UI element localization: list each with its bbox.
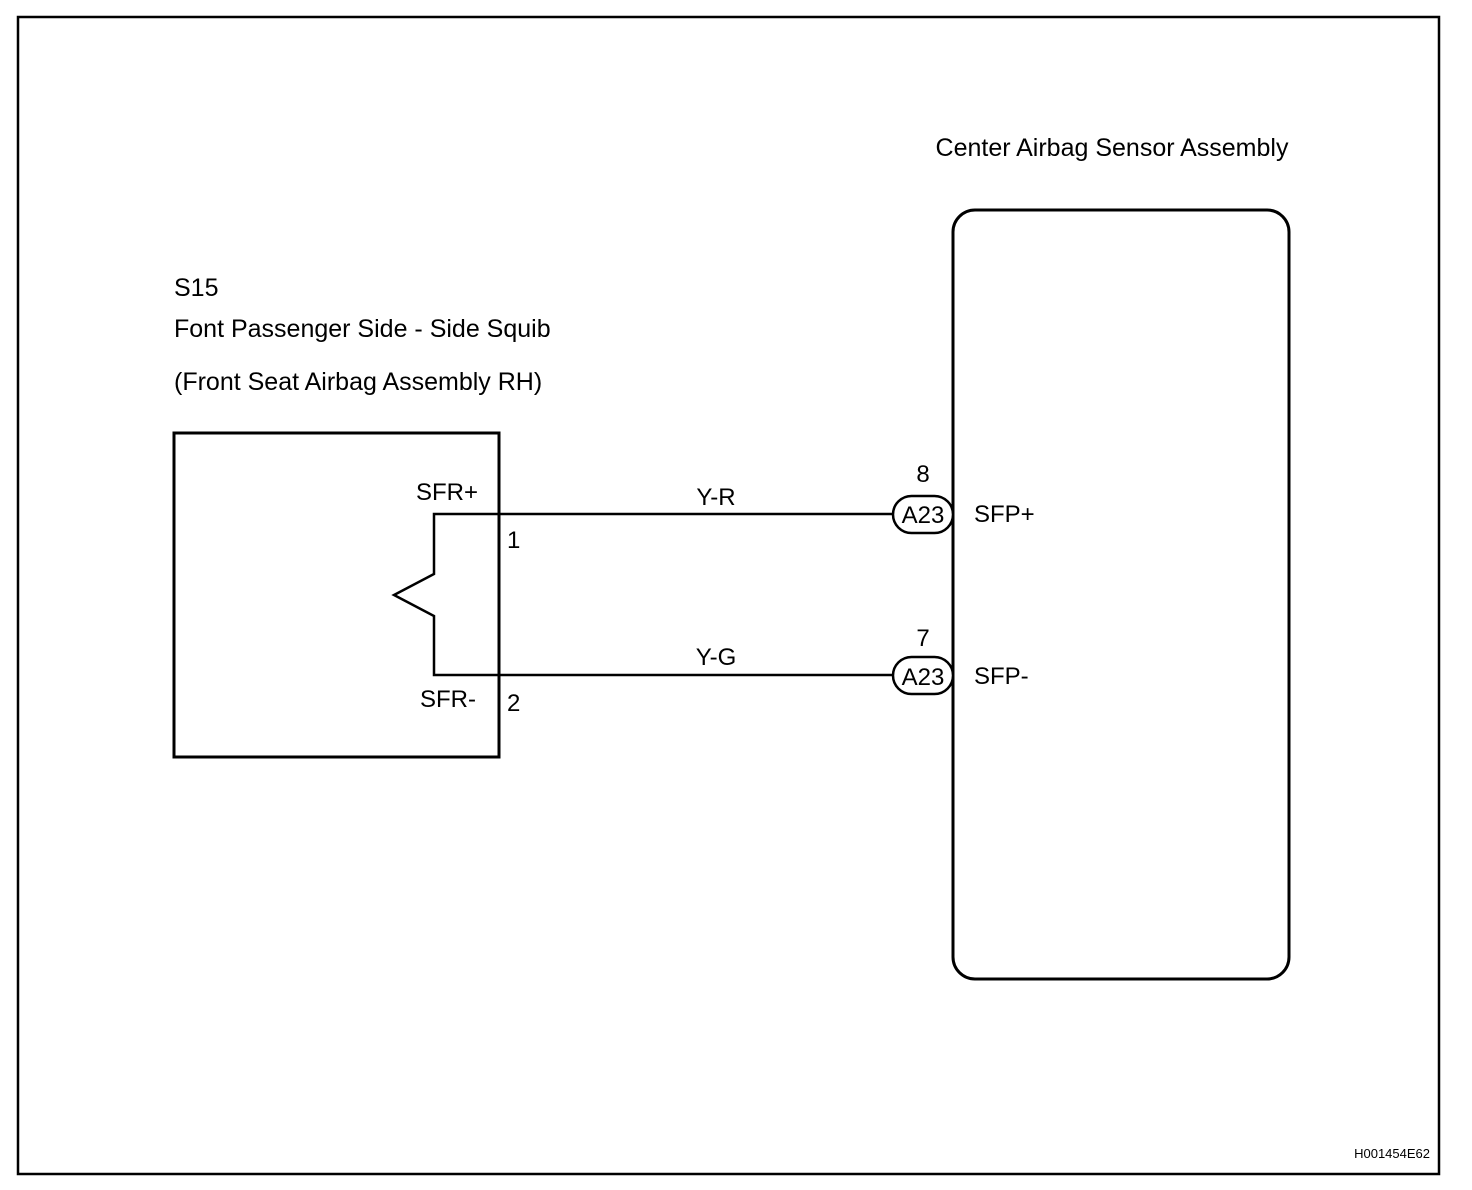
center-airbag-sensor-box: [951, 208, 1291, 981]
terminal-signal-sfr-minus: SFR-: [420, 686, 476, 713]
terminal-pin-2: 2: [507, 690, 520, 717]
terminal-signal-sfr-plus: SFR+: [416, 479, 478, 506]
component-name-center-airbag-sensor: Center Airbag Sensor Assembly: [936, 134, 1289, 162]
connector-a23-upper: [891, 494, 955, 535]
terminal-pin-1: 1: [507, 527, 520, 554]
terminal-signal-sfp-plus: SFP+: [974, 501, 1035, 528]
connector-a23-upper-label: A23: [902, 502, 945, 529]
component-subname-squib: (Front Seat Airbag Assembly RH): [174, 368, 542, 396]
squib-box: [172, 431, 501, 759]
component-code-s15: S15: [174, 274, 218, 302]
terminal-pin-8: 8: [916, 461, 929, 488]
squib-element-symbol: [391, 512, 499, 677]
connector-a23-lower-label: A23: [902, 664, 945, 691]
terminal-pin-7: 7: [916, 625, 929, 652]
wire-color-y-r: Y-R: [696, 484, 735, 511]
terminal-signal-sfp-minus: SFP-: [974, 663, 1029, 690]
connector-a23-lower: [891, 655, 955, 696]
wire-color-y-g: Y-G: [696, 644, 736, 671]
diagram-reference-id: H001454E62: [1354, 1146, 1430, 1161]
diagram-frame: [16, 15, 1441, 1176]
component-name-squib: Font Passenger Side - Side Squib: [174, 315, 551, 343]
